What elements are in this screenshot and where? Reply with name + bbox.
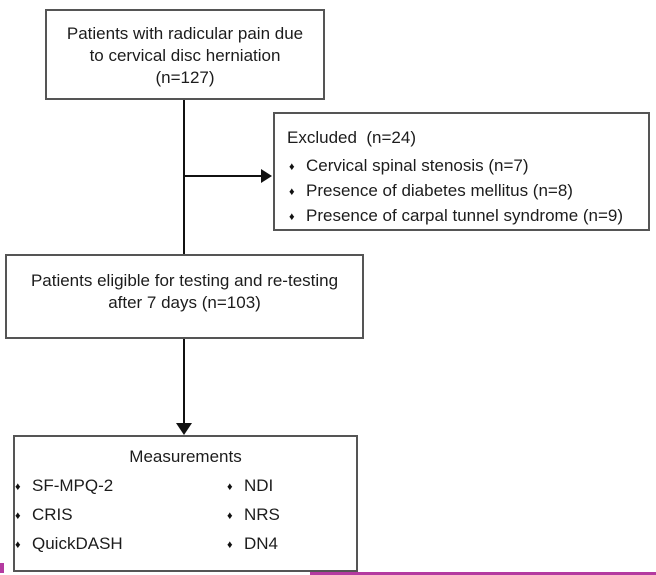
measurement-item-text: SF-MPQ-2	[32, 476, 114, 495]
list-item: ♦ QuickDASH	[15, 530, 227, 559]
connector-vertical-top	[183, 100, 185, 255]
connector-vertical-bottom	[183, 339, 185, 424]
measurements-left-column: ♦ SF-MPQ-2 ♦ CRIS ♦ QuickDASH	[15, 472, 227, 559]
list-item: ♦ Presence of diabetes mellitus (n=8)	[289, 179, 640, 204]
measurement-item-text: QuickDASH	[32, 534, 123, 553]
box-text-line: to cervical disc herniation	[89, 46, 281, 65]
diamond-bullet-icon: ♦	[15, 481, 21, 493]
diamond-bullet-icon: ♦	[227, 539, 233, 551]
diamond-bullet-icon: ♦	[289, 161, 295, 173]
box-text-line: Patients with radicular pain due	[66, 24, 304, 43]
box-excluded: Excluded (n=24) ♦ Cervical spinal stenosi…	[273, 112, 650, 231]
diamond-bullet-icon: ♦	[227, 481, 233, 493]
measurement-item-text: NRS	[244, 505, 280, 524]
exclusion-item-text: Cervical spinal stenosis (n=7)	[306, 156, 529, 175]
excluded-list: ♦ Cervical spinal stenosis (n=7) ♦ Presenc…	[287, 154, 640, 229]
box-text-line: after 7 days (n=103)	[108, 293, 261, 312]
arrowhead-right-icon	[261, 169, 272, 183]
arrowhead-down-icon	[176, 423, 192, 435]
box-measurements: Measurements ♦ SF-MPQ-2 ♦ CRIS ♦ QuickDASH …	[13, 435, 358, 572]
list-item: ♦ Presence of carpal tunnel syndrome (n=9…	[289, 204, 640, 229]
magenta-edge-artifact	[310, 572, 656, 575]
measurement-item-text: NDI	[244, 476, 274, 495]
list-item: ♦ CRIS	[15, 501, 227, 530]
box-eligible-patients: Patients eligible for testing and re-tes…	[5, 254, 364, 339]
list-item: ♦ NDI	[227, 472, 356, 501]
diamond-bullet-icon: ♦	[289, 186, 295, 198]
box-radicular-pain-patients: Patients with radicular pain due to cerv…	[45, 9, 325, 100]
diamond-bullet-icon: ♦	[15, 539, 21, 551]
excluded-title: Excluded (n=24)	[287, 128, 416, 147]
measurements-columns: ♦ SF-MPQ-2 ♦ CRIS ♦ QuickDASH ♦ NDI ♦ NRS ♦ DN…	[15, 472, 356, 559]
diamond-bullet-icon: ♦	[227, 510, 233, 522]
list-item: ♦ DN4	[227, 530, 356, 559]
measurements-right-column: ♦ NDI ♦ NRS ♦ DN4	[227, 472, 356, 559]
box-text-line: Patients eligible for testing and re-tes…	[30, 271, 339, 290]
list-item: ♦ SF-MPQ-2	[15, 472, 227, 501]
exclusion-item-text: Presence of carpal tunnel syndrome (n=9)	[306, 206, 624, 225]
list-item: ♦ Cervical spinal stenosis (n=7)	[289, 154, 640, 179]
measurement-item-text: DN4	[244, 534, 279, 553]
box-text-line: (n=127)	[155, 68, 215, 87]
measurements-title: Measurements	[129, 447, 242, 466]
connector-horizontal-excluded	[184, 175, 262, 177]
diamond-bullet-icon: ♦	[289, 211, 295, 223]
list-item: ♦ NRS	[227, 501, 356, 530]
diamond-bullet-icon: ♦	[15, 510, 21, 522]
magenta-edge-artifact	[0, 563, 4, 573]
exclusion-item-text: Presence of diabetes mellitus (n=8)	[306, 181, 573, 200]
measurement-item-text: CRIS	[32, 505, 73, 524]
